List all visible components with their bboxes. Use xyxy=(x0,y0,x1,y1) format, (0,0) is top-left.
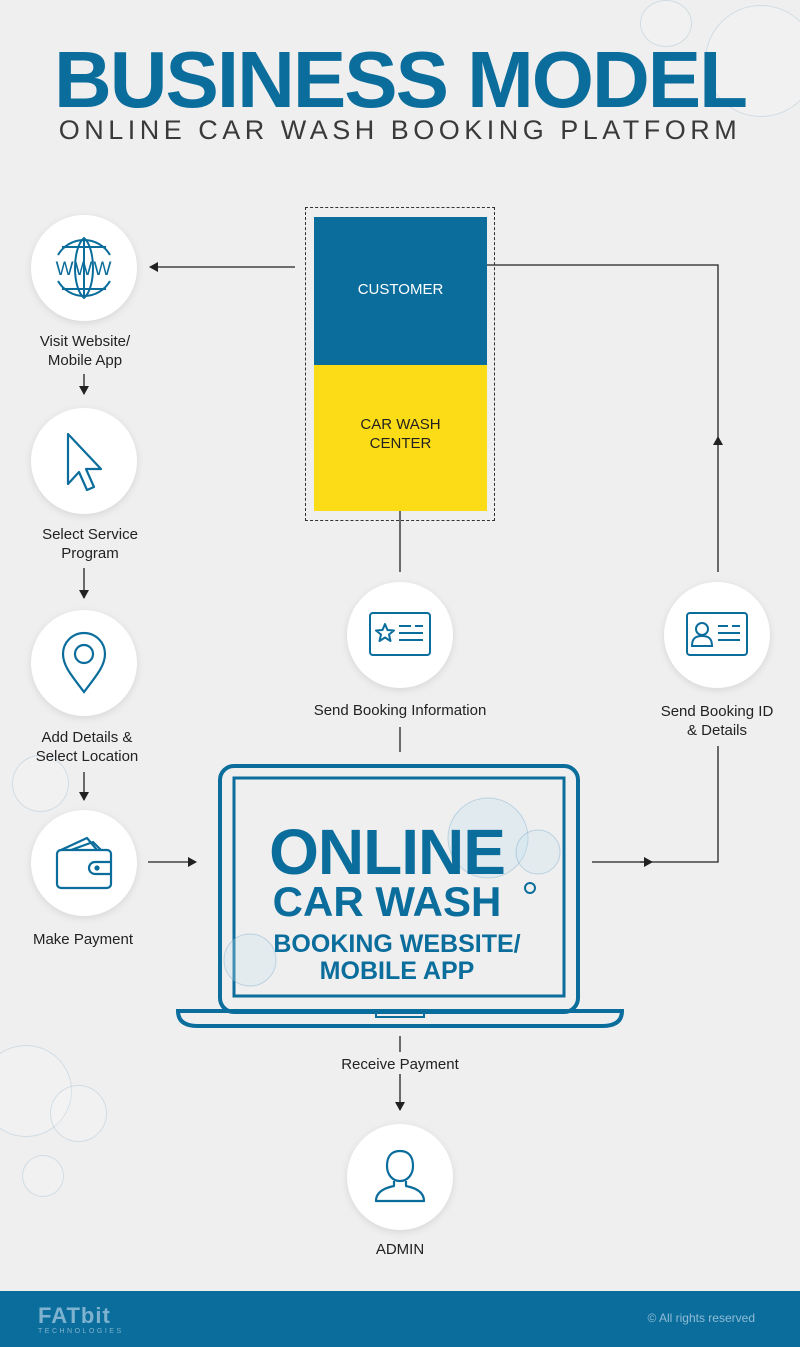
decorative-bubble xyxy=(12,755,69,812)
laptop-line-mobile: MOBILE APP xyxy=(319,957,475,985)
visit-website-label: Visit Website/ Mobile App xyxy=(39,333,131,369)
make-payment-label: Make Payment xyxy=(32,931,134,948)
copyright-text: © All rights reserved xyxy=(647,1311,755,1325)
decorative-bubble xyxy=(22,1155,64,1197)
make-payment-circle xyxy=(31,810,137,916)
decorative-bubble xyxy=(50,1085,107,1142)
add-details-label: Add Details & Select Location xyxy=(35,729,139,765)
laptop-line-booking: BOOKING WEBSITE/ xyxy=(273,930,521,958)
wallet-icon xyxy=(55,836,113,890)
select-service-circle xyxy=(31,408,137,514)
page-title: BUSINESS MODEL xyxy=(53,35,748,124)
www-globe-icon: WWW xyxy=(56,236,113,300)
decorative-bubble xyxy=(640,0,692,47)
admin-circle xyxy=(347,1124,453,1230)
footer-bar: FATbit TECHNOLOGIES © All rights reserve… xyxy=(0,1291,800,1347)
admin-label: ADMIN xyxy=(375,1241,425,1258)
laptop-line-carwash: CAR WASH xyxy=(272,878,502,925)
arrow-platform-to-booking-id xyxy=(592,746,719,863)
page-subtitle: ONLINE CAR WASH BOOKING PLATFORM xyxy=(58,115,742,145)
cursor-icon xyxy=(66,432,103,492)
arrow-booking-id-to-customer xyxy=(465,260,719,437)
car-wash-center-block: CAR WASH CENTER xyxy=(314,365,487,511)
visit-website-circle: WWW xyxy=(31,215,137,321)
send-booking-info-circle xyxy=(347,582,453,688)
send-booking-id-circle xyxy=(664,582,770,688)
send-booking-id-label: Send Booking ID & Details xyxy=(660,703,774,739)
id-card-icon xyxy=(686,612,748,656)
fatbit-logo: FATbit TECHNOLOGIES xyxy=(38,1303,124,1336)
customer-label: CUSTOMER xyxy=(357,281,444,298)
add-details-circle xyxy=(31,610,137,716)
customer-block: CUSTOMER xyxy=(314,217,487,365)
decorative-bubble xyxy=(705,5,800,117)
laptop-line-online: ONLINE xyxy=(269,816,506,888)
receive-payment-label: Receive Payment xyxy=(341,1056,459,1073)
user-icon xyxy=(374,1149,426,1203)
send-booking-info-label: Send Booking Information xyxy=(313,702,487,719)
parties-box xyxy=(305,207,495,521)
laptop-illustration xyxy=(175,764,625,1028)
car-wash-center-label: CAR WASH CENTER xyxy=(360,416,441,452)
location-pin-icon xyxy=(61,631,107,694)
booking-card-star-icon xyxy=(369,612,431,656)
select-service-label: Select Service Program xyxy=(42,526,138,562)
svg-text:WWW: WWW xyxy=(56,259,113,280)
